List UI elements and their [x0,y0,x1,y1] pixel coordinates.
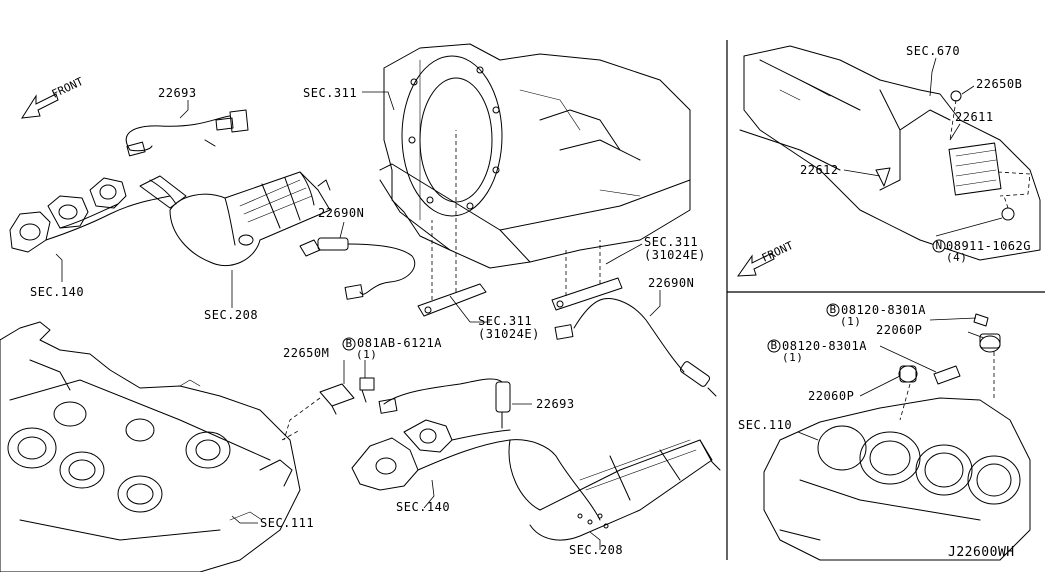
label-sec140-left: SEC.140 [30,285,85,299]
label-sec311-right: SEC.311 [644,235,699,249]
label-08120-8301a-top: 08120-8301A [841,303,926,317]
label-sec110: SEC.110 [738,418,793,432]
circle-b-081ab-icon [342,337,356,351]
label-b-081ab-circle: B [345,337,353,350]
oxygen-sensor-top-drawing [125,109,249,157]
label-sec111: SEC.111 [260,516,315,530]
label-22060p-mid: 22060P [808,389,855,403]
label-sec208-bottom: SEC.208 [569,543,624,557]
label-22693-top: 22693 [158,86,197,100]
circle-b-08120-mid-icon [767,339,781,353]
label-22650b: 22650B [976,77,1023,91]
bracket-31024e-right-drawing [551,240,623,311]
exhaust-assembly-mid-drawing [351,419,721,541]
catalytic-converter-left-drawing [169,171,331,267]
circle-b-08120-top-icon [826,303,840,317]
label-22612: 22612 [800,163,839,177]
circle-n-08911-icon [932,239,946,253]
label-22690n-right: 22690N [648,276,695,290]
diagram-code: J22600WH [948,545,1015,560]
label-sec311-mid: SEC.311 [478,314,533,328]
transmission-drawing [379,43,691,269]
label-sec208-left: SEC.208 [204,308,259,322]
label-08120-8301a-mid: 08120-8301A [782,339,867,353]
label-22611: 22611 [955,110,994,124]
label-08120-top-qty: (1) [840,315,862,328]
exhaust-manifold-left-drawing [9,175,187,253]
label-b-08120-top-circle: B [829,303,837,316]
label-08911-qty: (4) [946,251,968,264]
label-n-circle: N [935,239,943,252]
bracket-31024e-mid-drawing [417,130,487,317]
label-22693-mid: 22693 [536,397,575,411]
label-22060p-top: 22060P [876,323,923,337]
engine-cylinder-head-drawing [0,321,301,572]
label-22650m: 22650M [283,346,330,360]
label-sec311-top: SEC.311 [303,86,358,100]
label-08120-mid-qty: (1) [782,351,804,364]
leader-lines [55,57,1003,550]
oxygen-sensor-mid-drawing [378,378,511,429]
label-22690n-left: 22690N [318,206,365,220]
label-b-08120-mid-circle: B [770,339,778,352]
label-sec311-mid-sub: (31024E) [478,327,540,341]
front-arrow-icon [21,93,59,119]
label-081ab-qty: (1) [356,348,378,361]
label-08911-1062g: 08911-1062G [946,239,1031,253]
label-sec140-mid: SEC.140 [396,500,451,514]
engine-block-knock-sensor-drawing [763,313,1031,561]
ecm-mounting-area-drawing [739,45,1041,261]
oxygen-sensor-left-drawing [299,237,416,300]
front-label-right: FRONT [760,239,796,265]
label-sec311-right-sub: (31024E) [644,248,706,262]
label-sec670: SEC.670 [906,44,961,58]
oxygen-sensor-right-drawing [554,298,717,397]
front-arrow-right-icon [737,252,775,277]
bracket-22650m-drawing [283,377,375,441]
front-label-top: FRONT [50,75,86,101]
label-081ab-6121a: 081AB-6121A [357,336,442,350]
